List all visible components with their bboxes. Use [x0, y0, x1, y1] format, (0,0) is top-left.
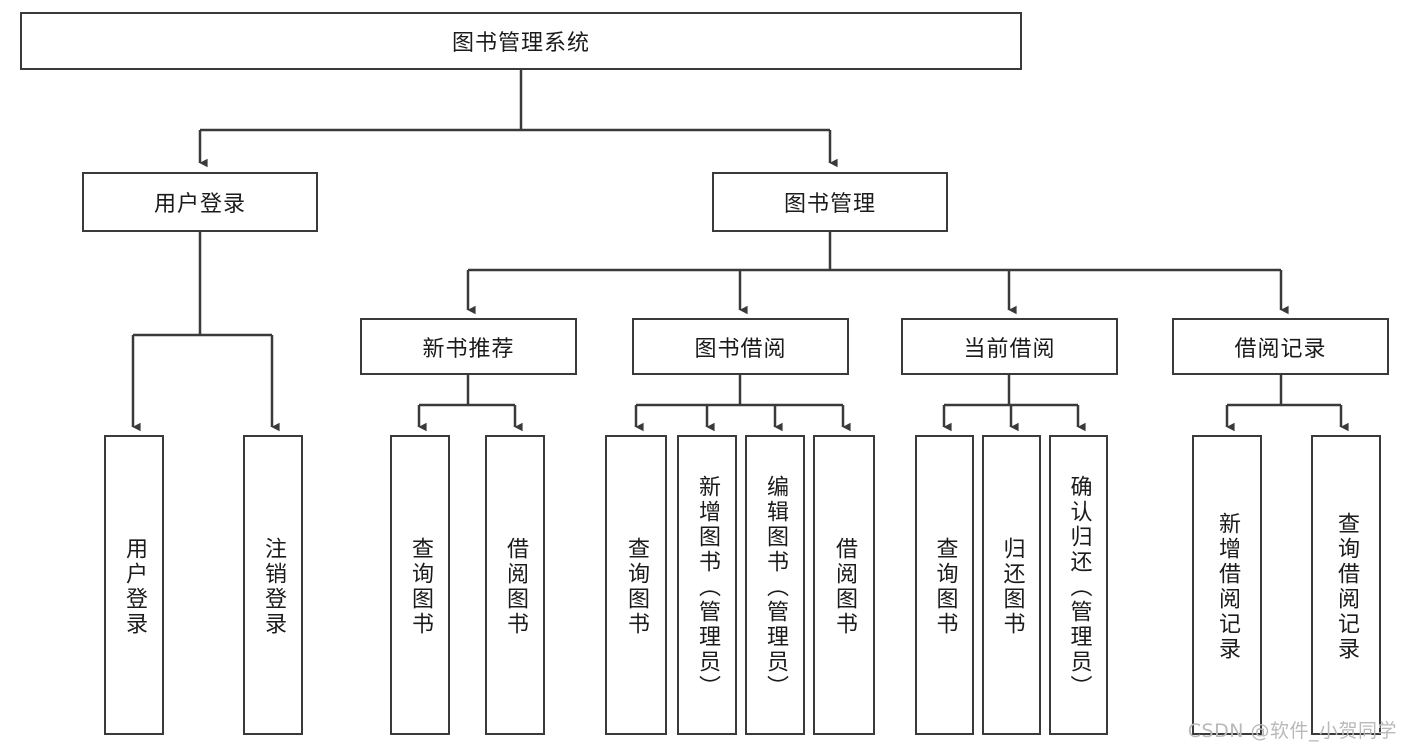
node-leaf-borrow-lend-book[interactable]: 借阅图书	[813, 435, 875, 735]
node-leaf-user-login-label: 用户登录	[122, 537, 147, 637]
node-leaf-current-confirm-return[interactable]: 确认归还（管理员）	[1049, 435, 1108, 735]
node-leaf-borrow-query-book-label: 查询图书	[624, 537, 649, 637]
node-book-borrow[interactable]: 图书借阅	[632, 318, 849, 375]
node-leaf-borrow-lend-book-label: 借阅图书	[832, 537, 857, 637]
node-leaf-borrow-add-book-label: 新增图书（管理员）	[695, 474, 720, 700]
node-leaf-recommend-borrow-book[interactable]: 借阅图书	[485, 435, 545, 735]
node-root[interactable]: 图书管理系统	[20, 12, 1022, 70]
node-user-login-label: 用户登录	[153, 192, 246, 217]
node-book-manage[interactable]: 图书管理	[712, 172, 948, 232]
node-leaf-current-query-book-label: 查询图书	[932, 537, 958, 637]
node-leaf-recommend-query-book-label: 查询图书	[408, 537, 433, 637]
node-leaf-user-login[interactable]: 用户登录	[104, 435, 164, 735]
node-leaf-record-add[interactable]: 新增借阅记录	[1192, 435, 1262, 735]
node-leaf-record-search[interactable]: 查询借阅记录	[1311, 435, 1381, 735]
node-borrow-record-label: 借阅记录	[1234, 336, 1327, 362]
node-user-login[interactable]: 用户登录	[82, 172, 318, 232]
node-book-borrow-label: 图书借阅	[694, 336, 787, 362]
node-current-borrow[interactable]: 当前借阅	[901, 318, 1118, 375]
node-leaf-user-logout[interactable]: 注销登录	[243, 435, 303, 735]
node-new-book-recommend[interactable]: 新书推荐	[360, 318, 577, 375]
node-leaf-current-return-book-label: 归还图书	[999, 537, 1025, 637]
node-book-manage-label: 图书管理	[783, 192, 876, 217]
node-leaf-borrow-edit-book-label: 编辑图书（管理员）	[763, 474, 788, 700]
node-leaf-record-add-label: 新增借阅记录	[1215, 512, 1240, 662]
node-leaf-current-return-book[interactable]: 归还图书	[982, 435, 1041, 735]
node-leaf-record-search-label: 查询借阅记录	[1334, 512, 1359, 662]
node-leaf-recommend-query-book[interactable]: 查询图书	[390, 435, 450, 735]
node-leaf-recommend-borrow-book-label: 借阅图书	[503, 537, 528, 637]
node-leaf-borrow-add-book[interactable]: 新增图书（管理员）	[677, 435, 737, 735]
node-current-borrow-label: 当前借阅	[963, 336, 1056, 362]
node-root-label: 图书管理系统	[451, 31, 590, 56]
node-new-book-recommend-label: 新书推荐	[422, 336, 515, 362]
node-leaf-borrow-edit-book[interactable]: 编辑图书（管理员）	[745, 435, 805, 735]
node-leaf-current-confirm-return-label: 确认归还（管理员）	[1066, 474, 1092, 700]
node-borrow-record[interactable]: 借阅记录	[1172, 318, 1389, 375]
node-leaf-current-query-book[interactable]: 查询图书	[915, 435, 974, 735]
node-leaf-user-logout-label: 注销登录	[261, 537, 286, 637]
node-leaf-borrow-query-book[interactable]: 查询图书	[605, 435, 667, 735]
